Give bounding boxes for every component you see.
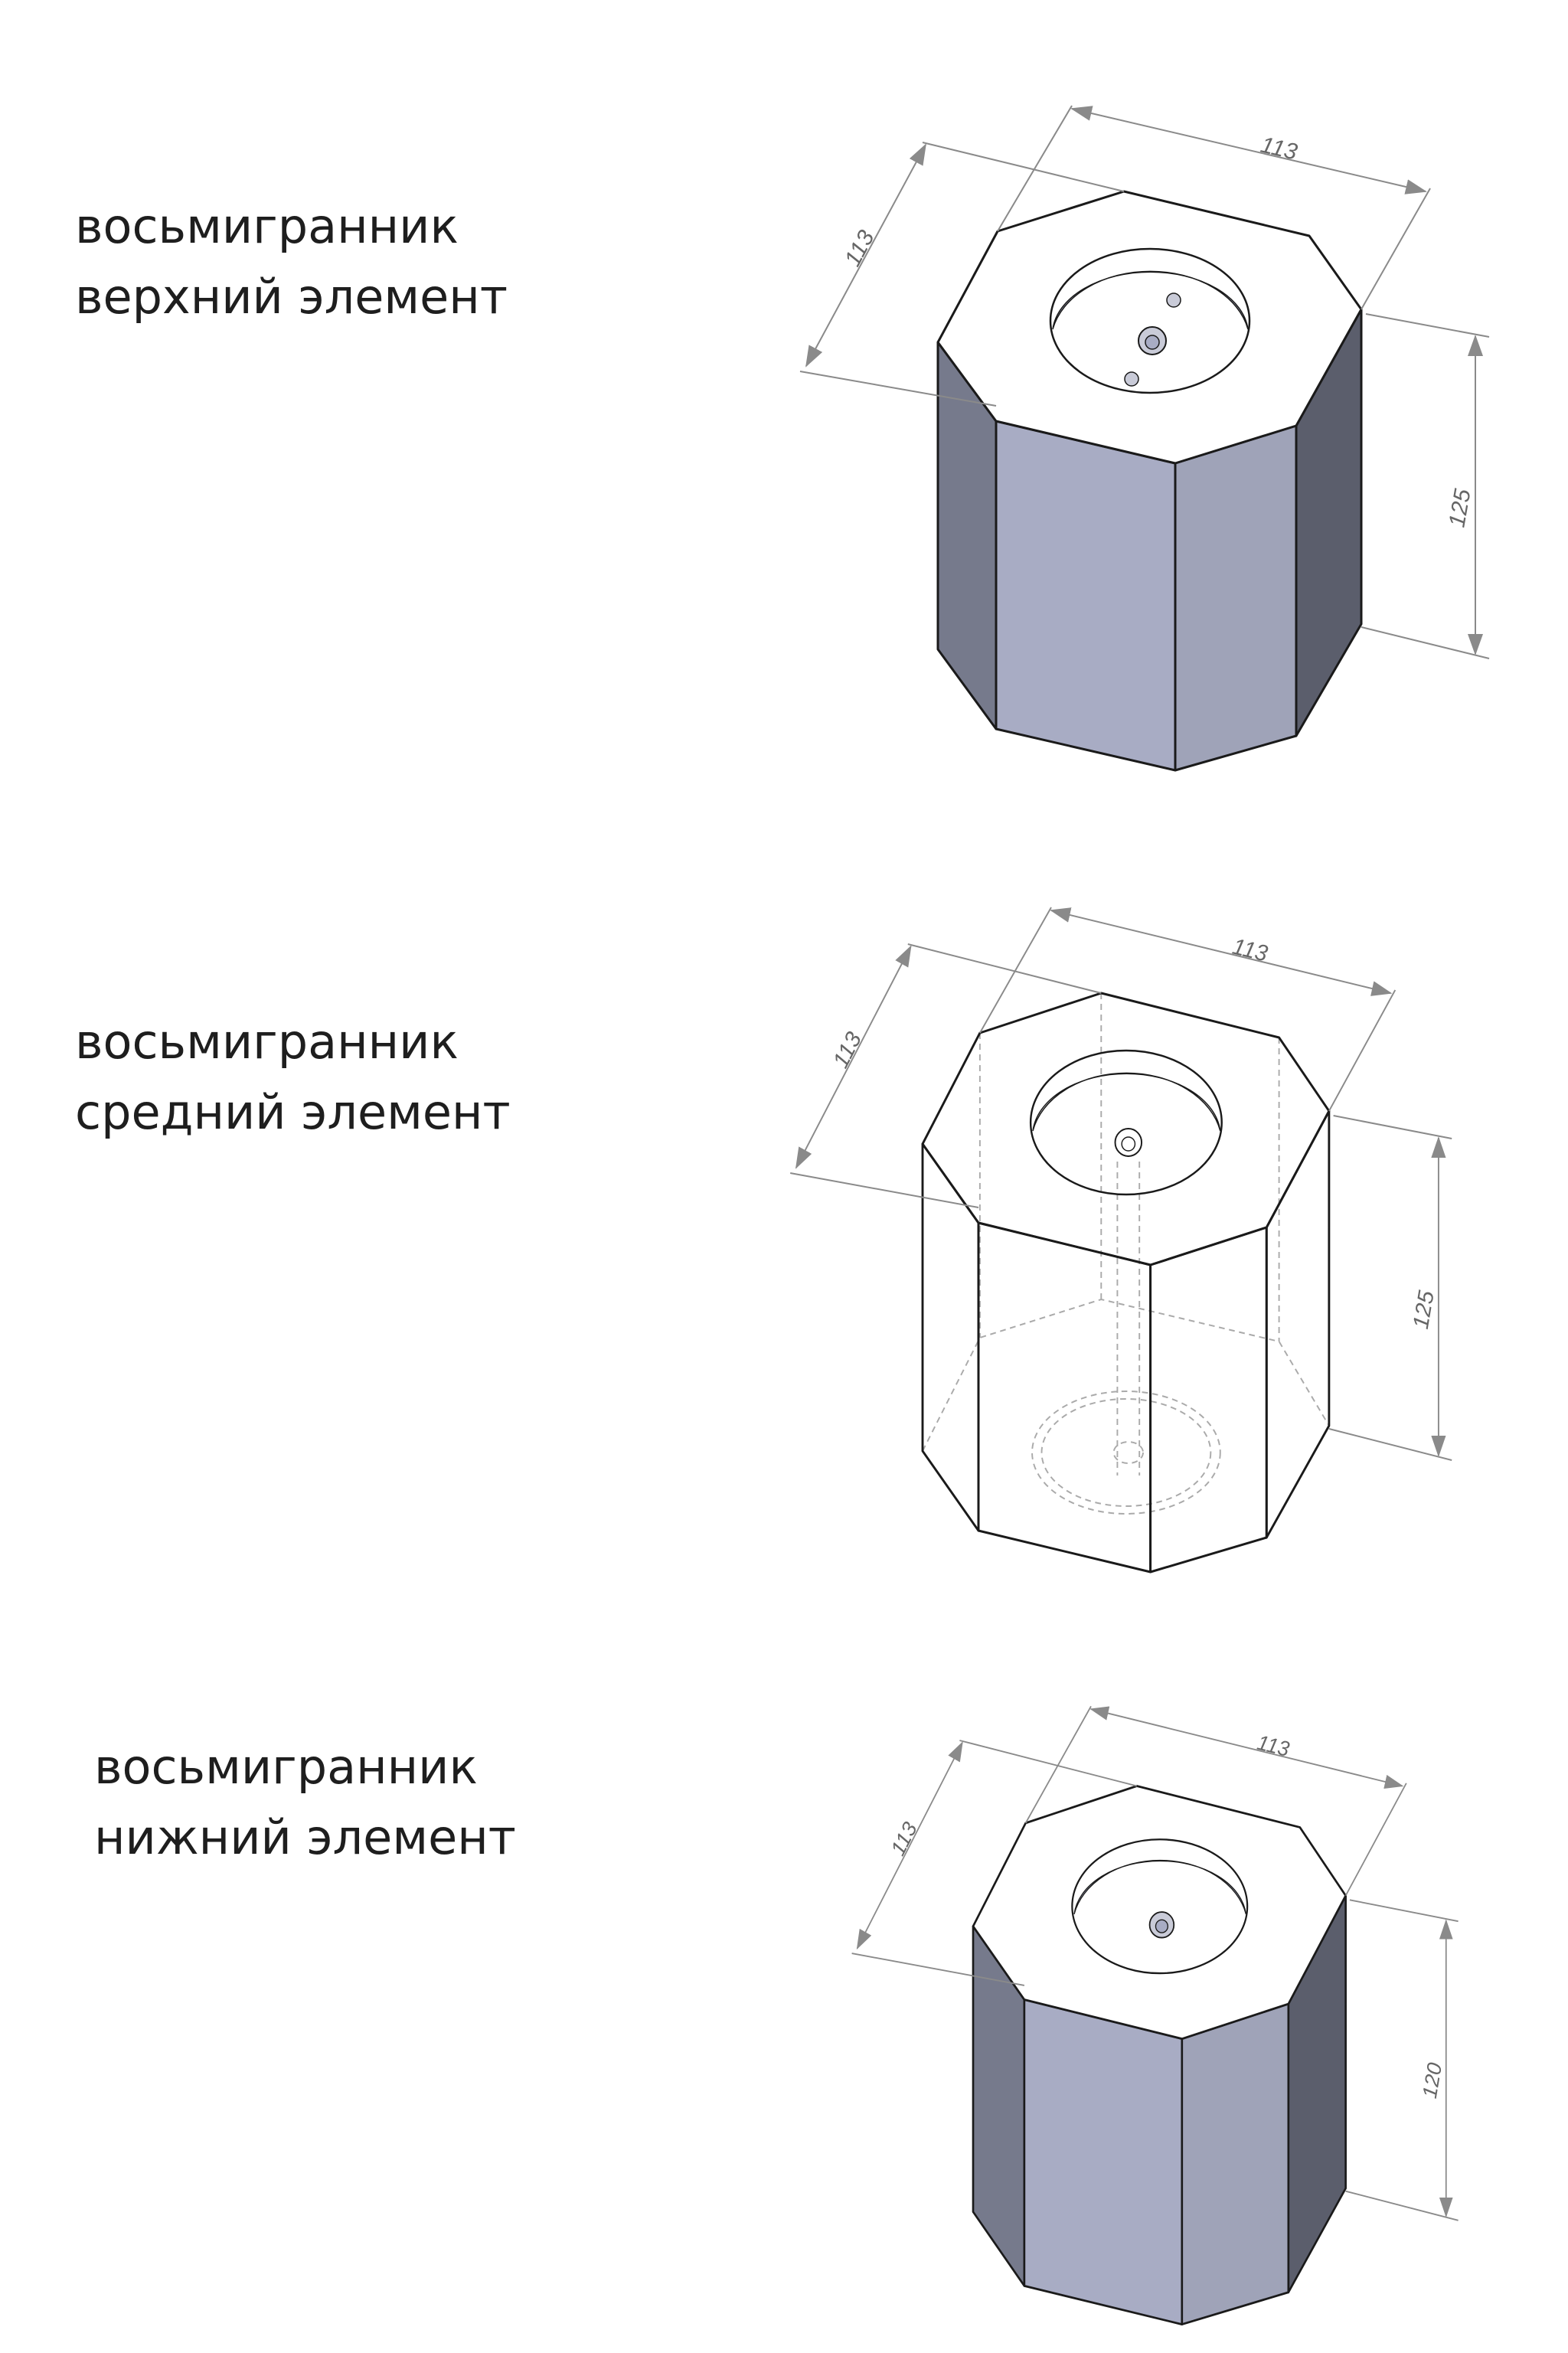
recess [1071,1838,1249,1975]
caption-subtitle: средний элемент [75,1084,511,1140]
dim-depth: 113 [828,1028,867,1073]
dim-depth: 113 [886,1818,921,1859]
face-front [995,420,1177,772]
pin-hole [1166,292,1181,308]
dim-depth: 113 [840,226,880,270]
middle-element-drawing: 113 113 125 [790,907,1452,1574]
recess-wall [1052,270,1249,330]
dim-height: 125 [1444,487,1475,529]
face-right [1174,424,1298,772]
dim-height: 120 [1418,2061,1446,2100]
pin-hole [1124,371,1139,387]
caption-top-element: восьмигранник верхний элемент [75,191,508,332]
caption-title: восьмигранник [75,198,459,254]
dimensions: 113 113 125 [790,907,1452,1461]
caption-title: восьмигранник [75,1014,459,1070]
caption-bottom-element: восьмигранник нижний элемент [94,1732,516,1873]
caption-subtitle: верхний элемент [75,269,508,325]
caption-title: восьмигранник [94,1739,478,1795]
dim-height: 125 [1408,1288,1439,1331]
dim-width: 113 [1255,1730,1292,1761]
bottom-element-drawing: 113 113 120 [851,1705,1459,2325]
caption-middle-element: восьмигранник средний элемент [75,1007,511,1148]
caption-subtitle: нижний элемент [94,1809,516,1865]
dim-width: 113 [1258,132,1299,165]
top-element-drawing: 113 113 125 [799,105,1490,772]
top-face [921,992,1331,1266]
dim-width: 113 [1230,933,1271,967]
recess [1049,247,1251,394]
recess [1029,1049,1223,1196]
